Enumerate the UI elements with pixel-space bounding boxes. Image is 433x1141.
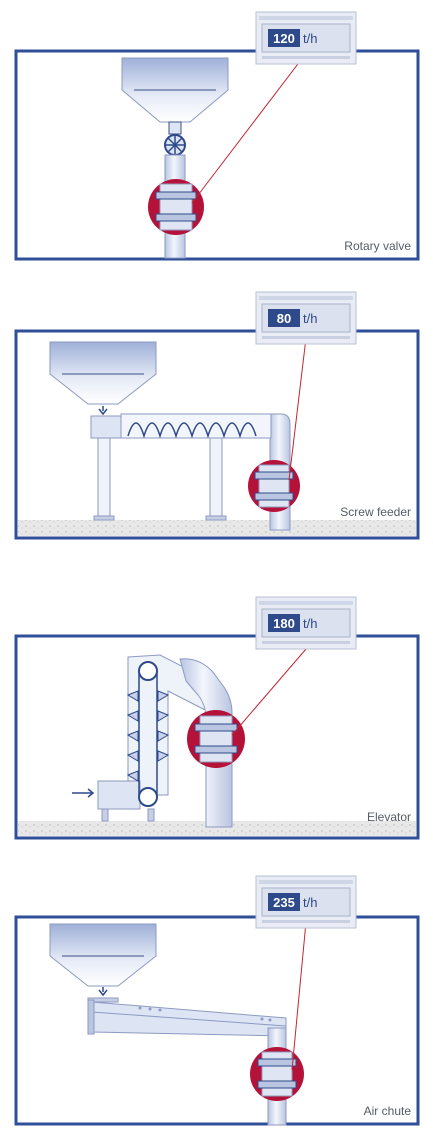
screw-feeder-diagram: 80 t/h Screw feeder bbox=[14, 291, 420, 540]
flowmeter bbox=[248, 460, 300, 512]
flow-unit: t/h bbox=[303, 616, 317, 631]
feed-inlet bbox=[90, 415, 122, 439]
buckets bbox=[126, 690, 170, 782]
signal-line bbox=[288, 337, 307, 481]
elevator-diagram: 180 t/h Elevator bbox=[14, 596, 420, 840]
flow-display: 80 t/h bbox=[255, 291, 357, 345]
ground bbox=[18, 821, 416, 836]
panel-screw-feeder: 80 t/h Screw feeder bbox=[0, 290, 433, 550]
panel-label: Rotary valve bbox=[344, 239, 411, 253]
flow-value: 180 bbox=[273, 616, 295, 631]
support-leg bbox=[209, 437, 223, 519]
flow-value: 80 bbox=[277, 311, 291, 326]
flow-value: 235 bbox=[273, 895, 295, 910]
valve-neck bbox=[168, 121, 182, 135]
flow-display: 180 t/h bbox=[255, 596, 357, 650]
flow-unit: t/h bbox=[303, 895, 317, 910]
panel-rotary-valve: 120 t/h Rotary valve bbox=[0, 0, 433, 270]
elevator-boot bbox=[97, 780, 141, 810]
signal-line bbox=[291, 921, 307, 1071]
rotary-valve bbox=[164, 134, 186, 156]
panel-air-chute: 235 t/h Air chute bbox=[0, 870, 433, 1135]
flow-value: 120 bbox=[273, 31, 295, 46]
panel-label: Elevator bbox=[367, 810, 411, 824]
flowmeter bbox=[187, 710, 245, 768]
flow-display: 120 t/h bbox=[255, 11, 357, 65]
panel-label: Air chute bbox=[364, 1104, 412, 1118]
flow-unit: t/h bbox=[303, 311, 317, 326]
flowmeter bbox=[250, 1047, 304, 1101]
flowmeter bbox=[148, 179, 204, 235]
screw-flights bbox=[127, 422, 257, 439]
hopper bbox=[49, 341, 157, 405]
panel-label: Screw feeder bbox=[340, 505, 411, 519]
signal-line bbox=[191, 55, 305, 204]
flow-display: 235 t/h bbox=[255, 875, 357, 929]
rotary-valve-diagram: 120 t/h Rotary valve bbox=[14, 11, 420, 261]
flow-unit: t/h bbox=[303, 31, 317, 46]
panel-elevator: 180 t/h Elevator bbox=[0, 595, 433, 850]
signal-line bbox=[231, 648, 307, 736]
air-chute-diagram: 235 t/h Air chute bbox=[14, 875, 420, 1126]
ground bbox=[18, 520, 416, 536]
hopper bbox=[49, 923, 157, 987]
inlet-arrow bbox=[72, 788, 95, 798]
support-leg bbox=[97, 437, 111, 519]
